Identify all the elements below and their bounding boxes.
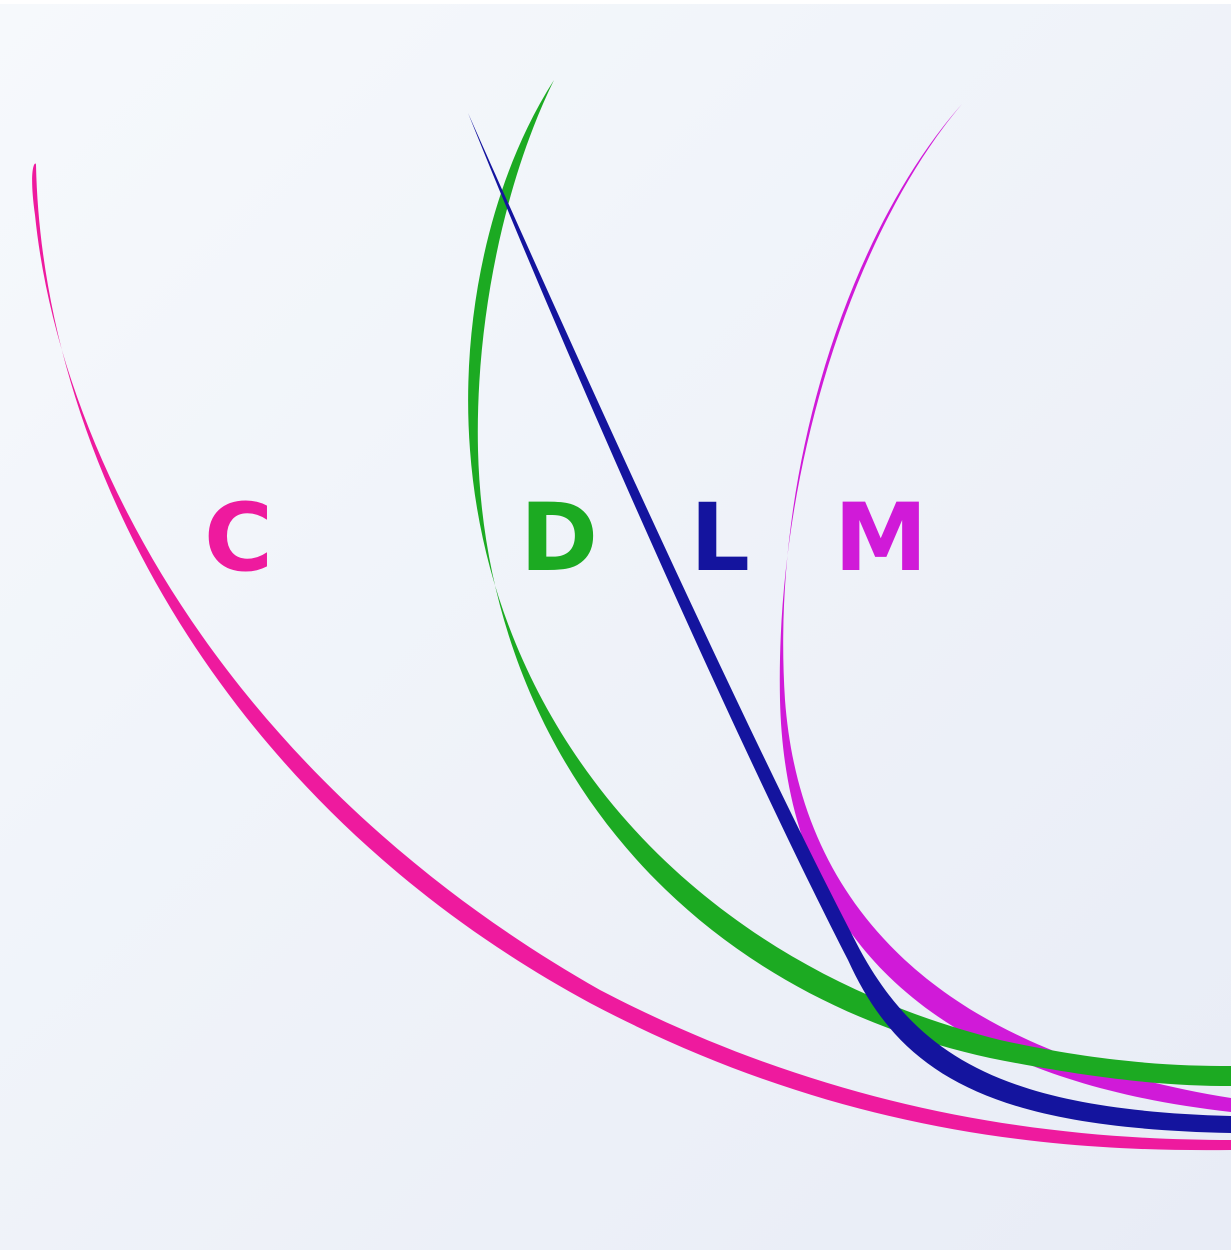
label-l: L <box>690 484 750 593</box>
label-c: C <box>204 484 273 593</box>
label-d: D <box>520 484 599 593</box>
label-m: M <box>834 484 928 593</box>
